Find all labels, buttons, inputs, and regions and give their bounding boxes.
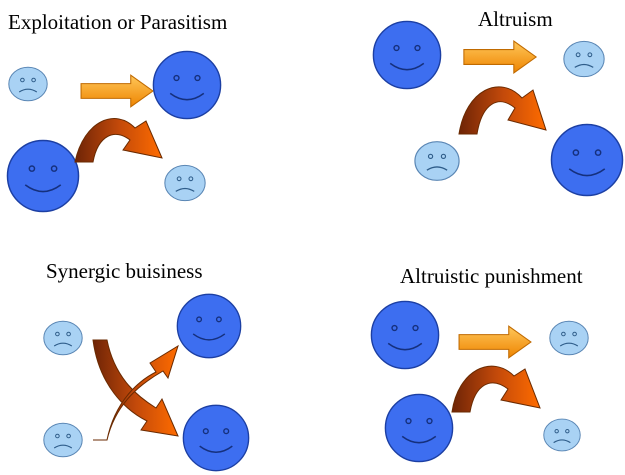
panel-title: Altruism bbox=[478, 7, 553, 31]
transfer-arrow-icon bbox=[463, 40, 537, 74]
panel-synergic: Synergic buisiness bbox=[43, 259, 250, 472]
panel-exploitation: Exploitation or Parasitism bbox=[6, 10, 227, 213]
sad-face-icon bbox=[164, 164, 206, 202]
transfer-arrow-icon bbox=[80, 74, 154, 108]
crossing-arrows-icon bbox=[92, 339, 179, 441]
curved-arrow-icon bbox=[451, 365, 541, 413]
sad-face-icon bbox=[43, 320, 83, 356]
panel-altruistic-punishment: Altruistic punishment bbox=[370, 264, 589, 463]
sad-face-icon bbox=[8, 66, 48, 102]
panel-title: Altruistic punishment bbox=[400, 264, 583, 288]
happy-face-icon bbox=[384, 393, 454, 463]
happy-face-icon bbox=[550, 123, 624, 197]
happy-face-icon bbox=[6, 139, 80, 213]
happy-face-icon bbox=[372, 20, 442, 90]
panel-title: Exploitation or Parasitism bbox=[8, 10, 227, 34]
curved-arrow-icon bbox=[74, 118, 163, 163]
sad-face-icon bbox=[414, 140, 460, 182]
panel-altruism: Altruism bbox=[372, 7, 624, 197]
transfer-arrow-icon bbox=[458, 325, 532, 359]
happy-face-icon bbox=[370, 300, 440, 370]
sad-face-icon bbox=[543, 418, 581, 452]
happy-face-icon bbox=[176, 293, 242, 359]
panel-title: Synergic buisiness bbox=[46, 259, 203, 283]
sad-face-icon bbox=[549, 320, 589, 356]
happy-face-icon bbox=[182, 404, 250, 472]
sad-face-icon bbox=[563, 40, 605, 78]
curved-arrow-icon bbox=[458, 86, 547, 135]
happy-face-icon bbox=[152, 50, 222, 120]
sad-face-icon bbox=[43, 422, 83, 458]
